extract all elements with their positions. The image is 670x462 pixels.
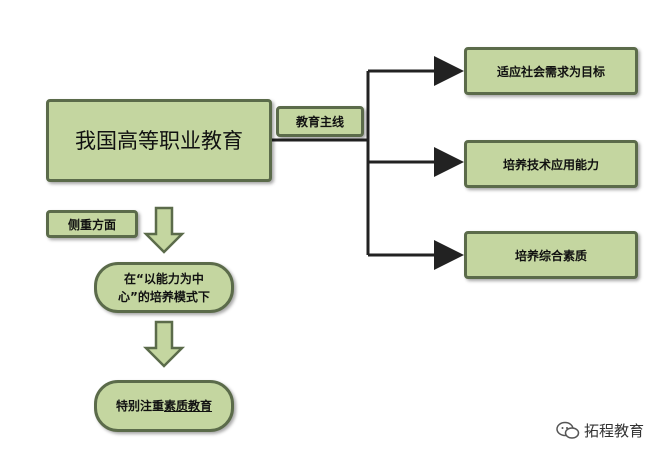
step-node-1-text: 在“以能力为中 心”的培养模式下: [118, 270, 210, 306]
step-node-2-emphasis: 素质教育: [164, 399, 213, 413]
side-label: 侧重方面: [67, 217, 116, 232]
watermark-text: 拓程教育: [584, 422, 645, 440]
step-node-1: 在“以能力为中 心”的培养模式下: [94, 262, 234, 313]
step-node-2: 特别注重素质教育: [94, 380, 234, 432]
target-node-3: 培养综合素质: [464, 231, 638, 279]
watermark: 拓程教育: [556, 420, 644, 441]
side-label-box: 侧重方面: [46, 210, 138, 238]
branch-label: 教育主线: [295, 115, 344, 129]
target-node-1-label: 适应社会需求为目标: [496, 64, 605, 79]
step-node-1-line1: 在“以能力为中: [124, 271, 204, 286]
step-node-1-line2: 心”的培养模式下: [118, 289, 210, 304]
target-node-3-label: 培养综合素质: [514, 248, 587, 263]
down-arrow-2: [142, 320, 186, 368]
wechat-icon: [556, 421, 580, 439]
step-node-2-text: 特别注重素质教育: [116, 397, 212, 415]
branch-connectors: [270, 56, 464, 270]
down-arrow-1: [142, 206, 186, 254]
target-node-2: 培养技术应用能力: [464, 140, 638, 188]
main-node: 我国高等职业教育: [46, 99, 272, 182]
target-node-1: 适应社会需求为目标: [464, 47, 638, 95]
step-node-2-prefix: 特别注重: [115, 399, 164, 413]
target-node-2-label: 培养技术应用能力: [502, 157, 599, 172]
main-node-title: 我国高等职业教育: [75, 128, 243, 153]
branch-label-box: 教育主线: [276, 106, 364, 137]
